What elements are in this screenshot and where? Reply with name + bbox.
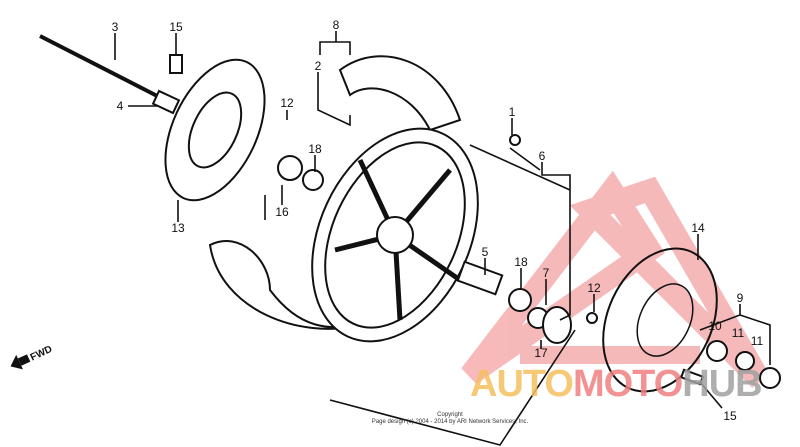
callout-6: 6: [539, 149, 546, 163]
tire-lower: [208, 240, 361, 330]
callout-9: 9: [737, 291, 744, 305]
bearing-right: [508, 288, 532, 312]
tire: [338, 55, 462, 132]
callout-12: 12: [280, 96, 294, 110]
brake-disc-right-hub: [636, 283, 694, 357]
watermark-auto: AUTO: [470, 363, 574, 405]
brake-disc-left-hub: [187, 91, 243, 169]
axle: [39, 34, 166, 102]
spacer: [151, 89, 181, 115]
callout-3: 3: [112, 20, 119, 34]
bolt-right: [679, 368, 705, 386]
leader-lines: [114, 31, 771, 446]
callout-10: 10: [708, 319, 722, 333]
callout-5: 5: [482, 245, 489, 259]
axle-spacer: [456, 260, 504, 296]
watermark-moto: MOTO: [572, 363, 683, 405]
bearing: [302, 169, 324, 191]
watermark-text: AUTOMOTOHUB: [470, 363, 763, 405]
oil-seal: [735, 351, 755, 371]
wheel-hub: [376, 216, 414, 254]
bolt: [169, 54, 183, 74]
wheel-rim-inner: [324, 141, 466, 329]
nut: [586, 312, 598, 324]
callout-11b: 11: [751, 334, 764, 348]
callout-labels: 3 15 8 2 4 12 1 6 18 16 13 5 18 7 12 14 …: [112, 18, 764, 423]
callout-11: 11: [732, 326, 745, 340]
valve-cap: [509, 134, 521, 146]
callout-15: 15: [169, 20, 183, 34]
callout-8: 8: [333, 18, 340, 32]
watermark-hub: HUB: [682, 363, 762, 405]
dust-seal: [277, 155, 303, 181]
callout-17: 17: [534, 346, 548, 360]
callout-1: 1: [509, 105, 516, 119]
forward-arrow-icon: FWD: [10, 344, 54, 370]
dust-seal-right: [542, 306, 572, 344]
speedometer-gearbox: [759, 367, 781, 389]
callout-16: 16: [275, 205, 289, 219]
callout-15b: 15: [723, 409, 737, 423]
brake-disc-right: [602, 247, 718, 393]
callout-18b: 18: [514, 255, 528, 269]
callout-7: 7: [543, 266, 550, 280]
callout-18: 18: [308, 142, 322, 156]
callout-14: 14: [691, 221, 705, 235]
callout-4: 4: [117, 99, 124, 113]
copyright-title: Copyright: [437, 412, 463, 418]
callout-12b: 12: [587, 281, 601, 295]
callout-2: 2: [315, 59, 322, 73]
copyright-text: Page design (c) 2004 - 2014 by ARI Netwo…: [371, 419, 529, 425]
gear-retainer: [706, 340, 728, 362]
fwd-label: FWD: [29, 344, 54, 364]
copyright-notice: Copyright Page design (c) 2004 - 2014 by…: [300, 412, 600, 426]
callout-13: 13: [171, 221, 185, 235]
